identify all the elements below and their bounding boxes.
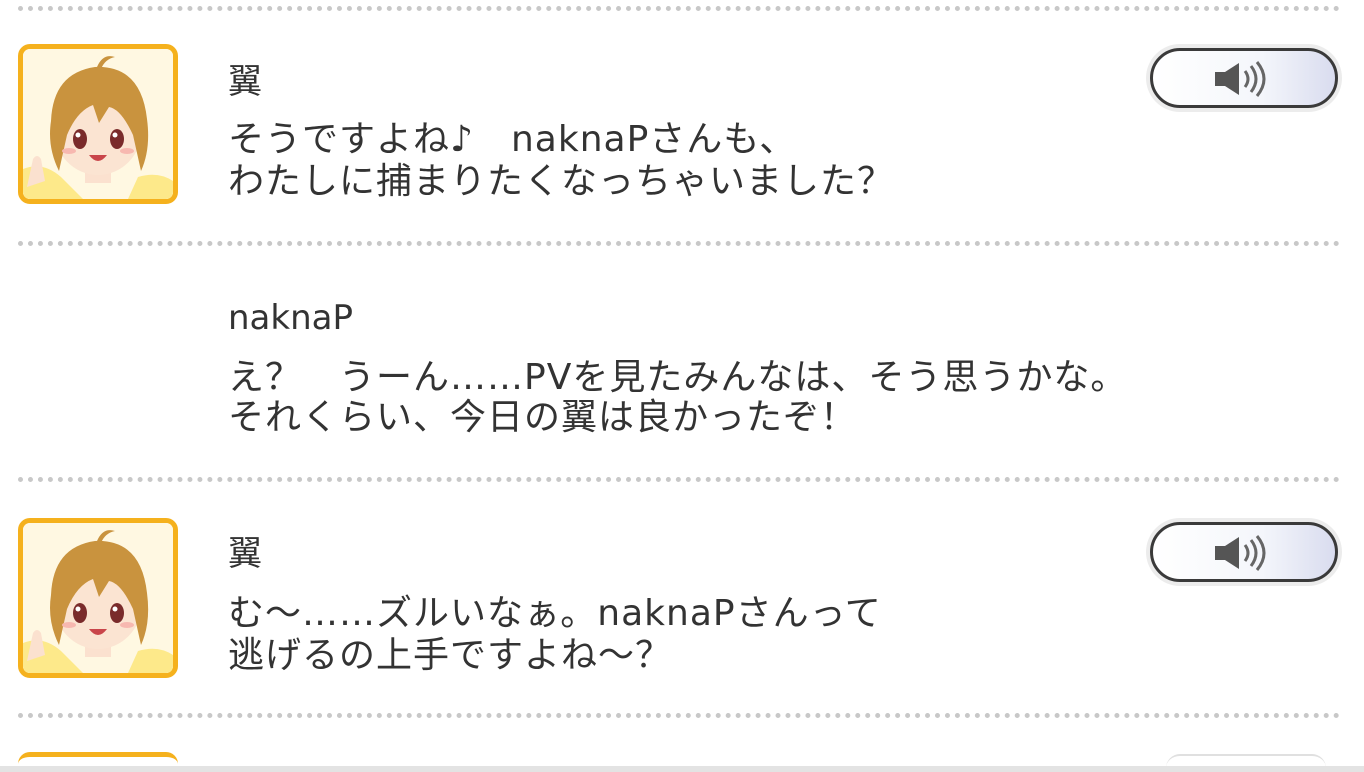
- entry-divider: [18, 6, 1340, 11]
- dialogue-line: それくらい、今日の翼は良かったぞ！: [228, 397, 858, 438]
- speaker-volume-icon: [1215, 535, 1266, 571]
- speaker-name: 翼: [228, 62, 262, 102]
- character-avatar: [18, 44, 178, 204]
- character-avatar: [18, 518, 178, 678]
- next-entry-voice-button-edge: [1166, 754, 1326, 768]
- dialogue-line: む〜……ズルいなぁ。naknaPさんって: [228, 593, 882, 634]
- entry-divider: [18, 241, 1340, 246]
- dialogue-line: そうですよね♪ naknaPさんも、: [228, 119, 797, 160]
- dialogue-line: 逃げるの上手ですよね〜？: [228, 635, 673, 676]
- voice-play-button[interactable]: [1150, 48, 1338, 108]
- speaker-name: naknaP: [228, 298, 353, 338]
- entry-divider: [18, 477, 1340, 482]
- speaker-name: 翼: [228, 534, 262, 574]
- bottom-scroll-edge: [0, 766, 1364, 772]
- next-entry-avatar-edge: [18, 752, 178, 766]
- dialogue-line: え？ うーん……PVを見たみんなは、そう思うかな。: [228, 357, 1128, 398]
- entry-divider: [18, 713, 1340, 718]
- character-portrait-icon: [23, 523, 173, 673]
- voice-play-button[interactable]: [1150, 522, 1338, 582]
- speaker-volume-icon: [1215, 61, 1266, 97]
- character-portrait-icon: [23, 49, 173, 199]
- dialogue-line: わたしに捕まりたくなっちゃいました？: [228, 161, 895, 202]
